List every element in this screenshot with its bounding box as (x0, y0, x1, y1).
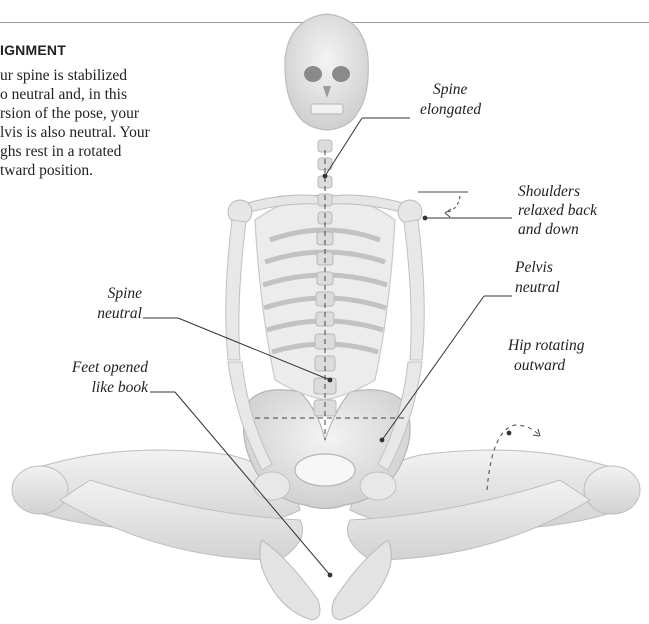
label-feet-opened-1: Feet opened (20, 358, 148, 377)
label-shoulders-2: relaxed back (518, 201, 597, 220)
label-pelvis-1: Pelvis (515, 258, 553, 277)
label-spine-elongated-2: elongated (420, 100, 481, 119)
label-spine-neutral-2: neutral (40, 304, 142, 323)
label-spine-elongated-1: Spine (433, 80, 467, 99)
label-hip-rotating-2: outward (514, 356, 565, 375)
label-spine-neutral-1: Spine (40, 284, 142, 303)
label-shoulders-1: Shoulders (518, 182, 580, 201)
label-pelvis-2: neutral (515, 278, 560, 297)
skull (285, 14, 368, 130)
label-hip-rotating-1: Hip rotating (508, 336, 585, 355)
label-feet-opened-2: like book (20, 378, 148, 397)
label-shoulders-3: and down (518, 220, 579, 239)
